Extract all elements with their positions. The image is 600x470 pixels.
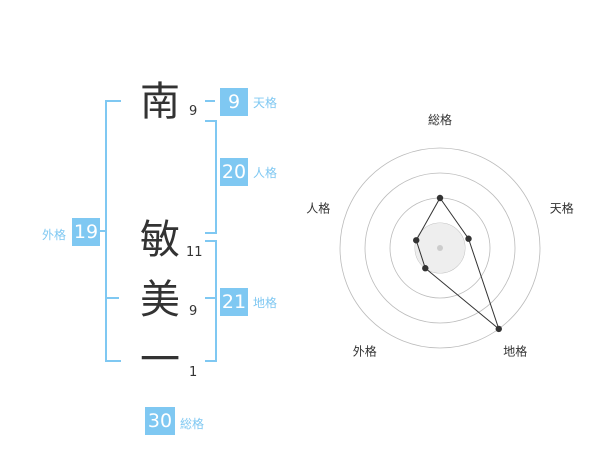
name-char-3: 美: [140, 277, 180, 323]
gaikaku-bracket-tick: [107, 297, 119, 299]
radar-point-4: [422, 265, 429, 272]
chikaku-value: 21: [220, 288, 248, 316]
gaikaku-value: 19: [72, 218, 100, 246]
jinkaku-label: 人格: [253, 166, 278, 180]
jinkaku-value: 20: [220, 158, 248, 186]
gaikaku-label: 外格: [42, 228, 67, 242]
chikaku-bracket-tick: [205, 297, 215, 299]
tenkaku-value: 9: [220, 88, 248, 116]
radar-point-2: [465, 235, 472, 242]
radar-point-1: [436, 194, 444, 202]
chikaku-label: 地格: [253, 296, 278, 310]
radar-series-line: [415, 197, 500, 331]
soukaku-value: 30: [145, 407, 175, 435]
tenkaku-label: 天格: [253, 96, 278, 110]
radar-axis-label-3: 地格: [503, 344, 527, 359]
radar-ring-4: [339, 147, 541, 349]
soukaku-label: 総格: [180, 417, 205, 431]
chikaku-bracket: [205, 240, 217, 362]
tenkaku-bracket: [205, 100, 215, 102]
gaikaku-bracket: [105, 100, 121, 362]
radar-center-dot: [437, 245, 443, 251]
gaikaku-connector: [100, 230, 105, 232]
radar-point-3: [495, 325, 502, 333]
stroke-count-1: 9: [189, 104, 198, 119]
stroke-count-3: 9: [189, 304, 198, 319]
name-char-2: 敏: [140, 217, 180, 263]
name-char-4: 一: [140, 337, 180, 383]
stroke-count-2: 11: [186, 245, 203, 260]
stroke-count-4: 1: [189, 365, 198, 380]
radar-axis-label-4: 外格: [353, 344, 377, 359]
radar-axis-label-5: 人格: [306, 200, 330, 215]
radar-point-5: [413, 237, 420, 244]
radar-axis-label-1: 総格: [428, 112, 452, 127]
name-char-1: 南: [140, 79, 180, 125]
radar-ring-3: [364, 172, 516, 324]
jinkaku-bracket: [205, 120, 217, 234]
radar-axis-label-2: 天格: [550, 200, 574, 215]
